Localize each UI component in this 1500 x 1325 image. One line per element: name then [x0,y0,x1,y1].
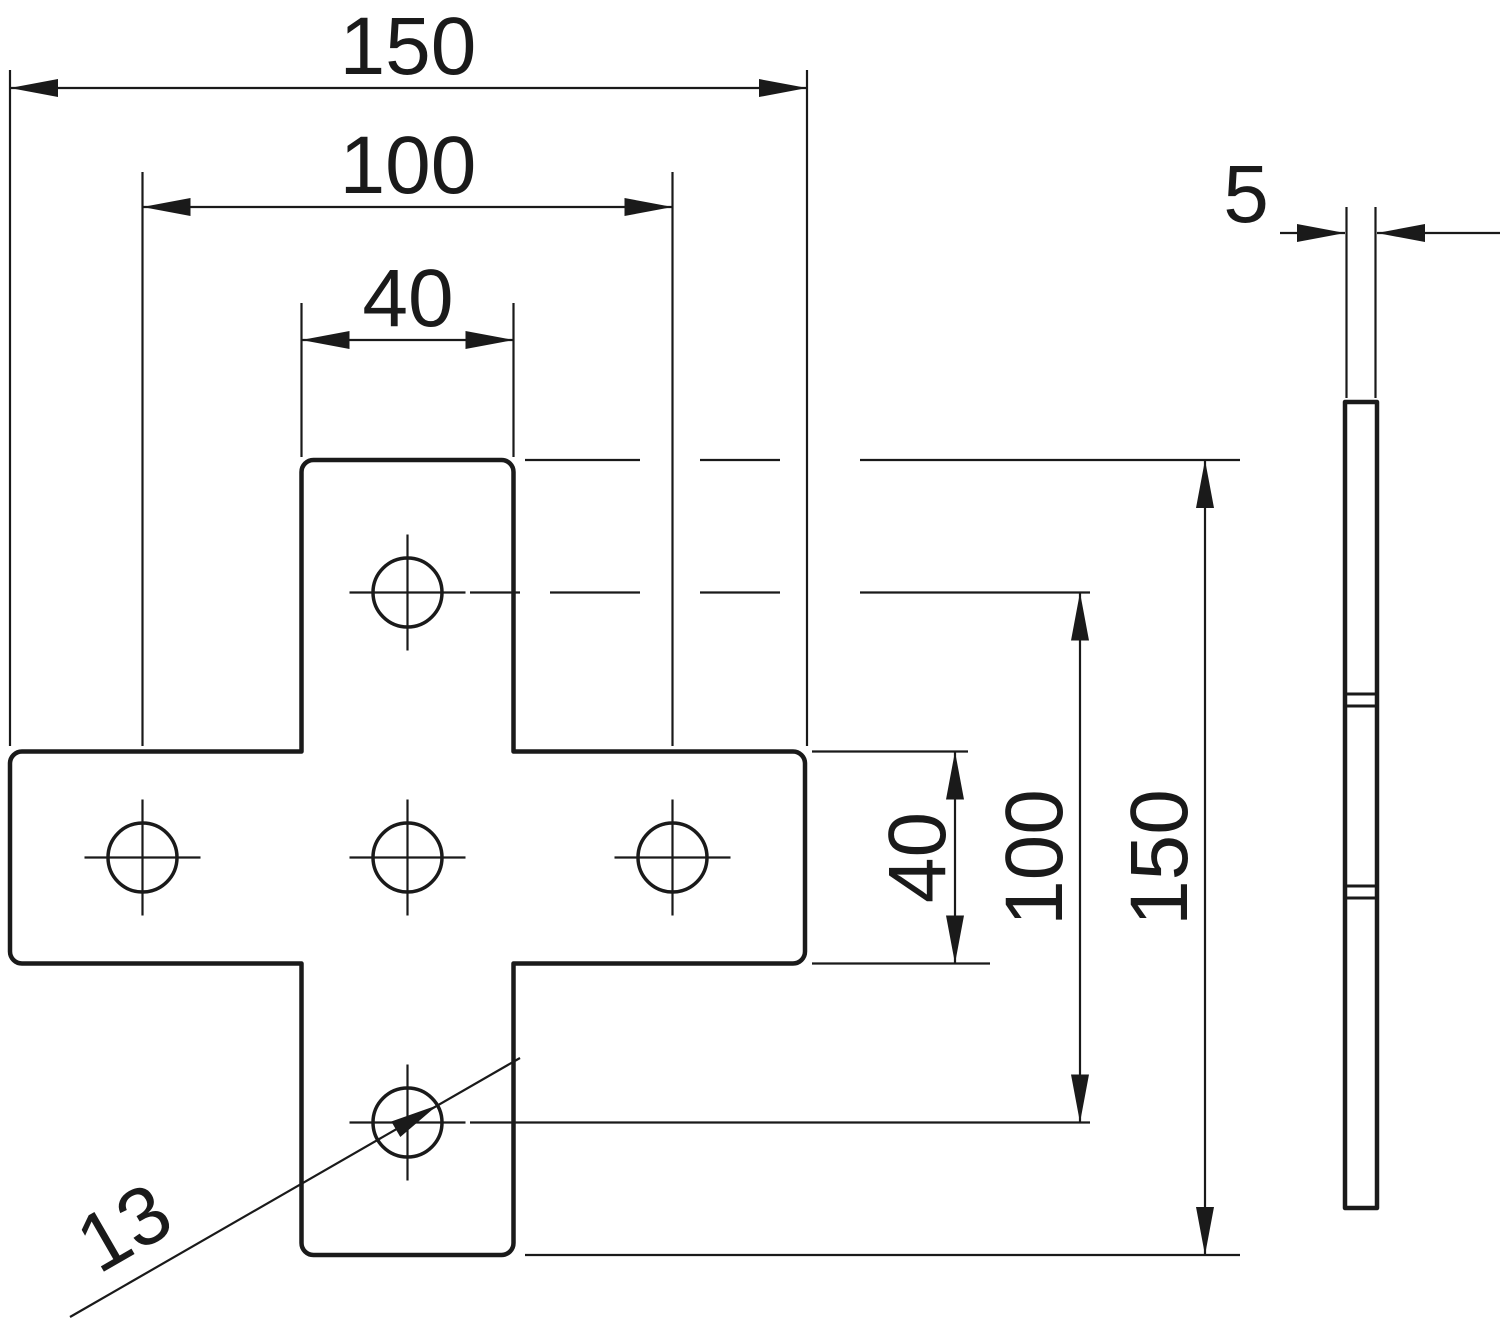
dim-hole-pitch-h-label: 100 [340,120,477,211]
side-view [1342,399,1380,1211]
dimension-arrow [1196,1207,1214,1255]
dimension-arrow [1196,460,1214,508]
dim-arm-width-label: 40 [362,253,453,344]
dim-total-width-label: 150 [340,1,477,92]
dimension-arrow [142,198,191,216]
dimension-arrow [465,331,514,349]
dimension-arrow [1297,224,1345,242]
dim-hole-diameter-label: 13 [62,1166,186,1290]
leader-line-hole-diameter [69,1057,521,1318]
dimension-arrow [1377,224,1425,242]
dimension-arrow [1071,592,1089,641]
dimension-arrow [946,751,964,800]
dimensions: 150 100 40 40 100 [8,1,1500,1318]
dim-thickness-label: 5 [1223,149,1269,240]
dimension-arrow [301,331,350,349]
leader-arrow [391,1105,438,1137]
dim-hole-pitch-v-label: 100 [989,789,1080,926]
dimension-arrow [10,79,58,97]
dim-total-height-label: 150 [1114,789,1205,926]
side-view-plate [1342,399,1380,1211]
front-view [7,457,808,1258]
dimension-arrow [624,198,673,216]
dimension-arrow [946,915,964,964]
dim-arm-height-label: 40 [872,812,963,903]
dimension-arrow [759,79,807,97]
dimension-arrow [1071,1074,1089,1123]
